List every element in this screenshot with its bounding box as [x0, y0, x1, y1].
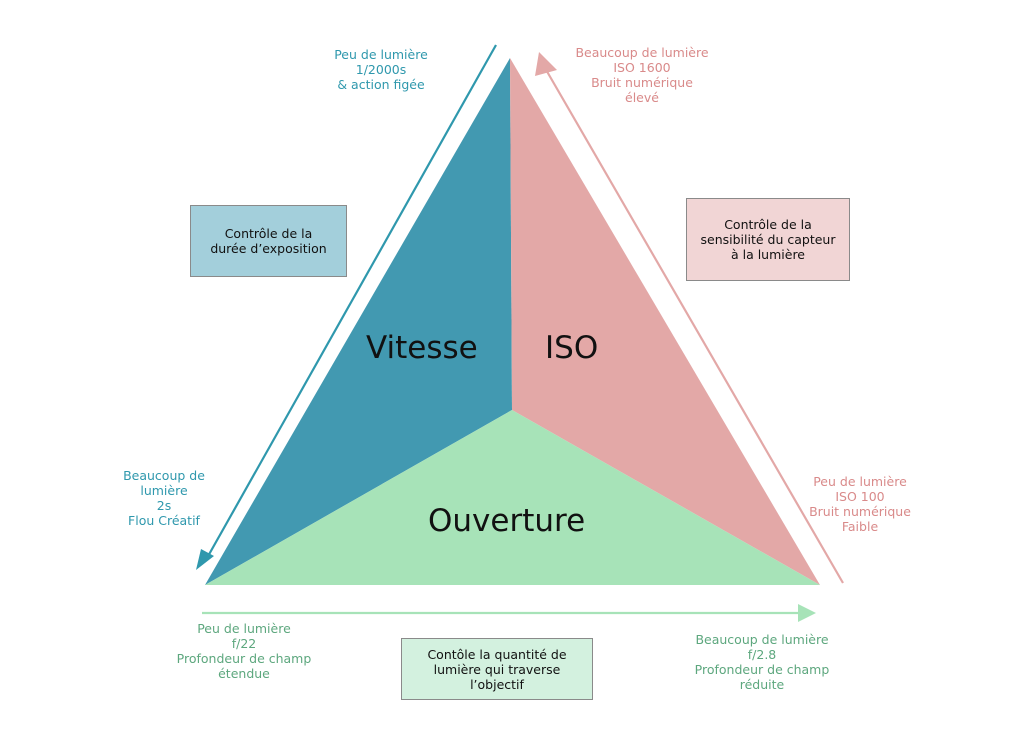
vitesse-arrow [196, 44, 497, 570]
ouverture-right-note: Beaucoup de lumière f/2.8 Profondeur de … [694, 632, 830, 692]
vitesse-top-note: Peu de lumière 1/2000s & action figée [334, 47, 428, 92]
ouverture-left-note: Peu de lumière f/22 Profondeur de champ … [176, 621, 312, 681]
vitesse-bottom-note: Beaucoup de lumière 2s Flou Créatif [123, 468, 205, 528]
ouverture-arrow [202, 604, 816, 622]
iso-segment [510, 58, 820, 585]
iso-label: ISO [545, 330, 599, 366]
iso-arrow [535, 52, 844, 584]
vitesse-label: Vitesse [366, 330, 478, 366]
vitesse-description-box: Contrôle de la durée d’exposition [190, 205, 347, 277]
vitesse-segment [205, 58, 512, 585]
iso-top-note: Beaucoup de lumière ISO 1600 Bruit numér… [575, 45, 709, 105]
ouverture-label: Ouverture [428, 503, 586, 539]
iso-bottom-note: Peu de lumière ISO 100 Bruit numérique F… [809, 474, 911, 534]
iso-description-box: Contrôle de la sensibilité du capteur à … [686, 198, 850, 281]
ouverture-segment [205, 410, 820, 585]
ouverture-description-box: Contôle la quantité de lumière qui trave… [401, 638, 593, 700]
